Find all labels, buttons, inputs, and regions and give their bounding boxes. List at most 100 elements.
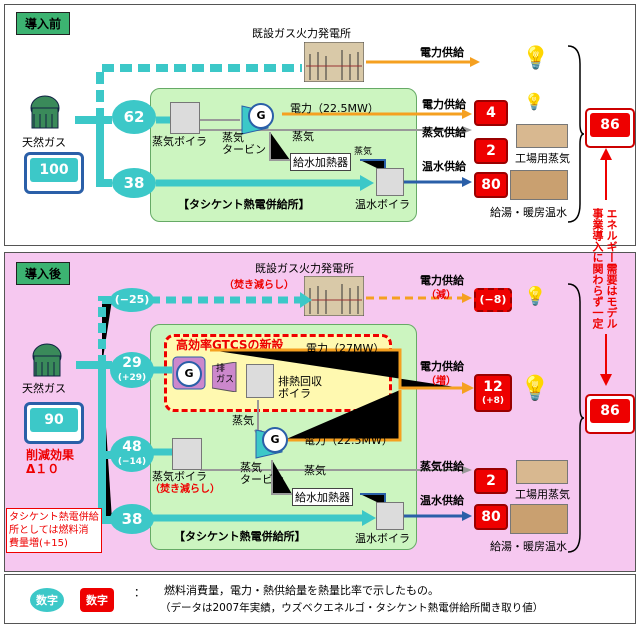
after-steam-label: 蒸気 [232,414,254,427]
after-total: 86 [590,399,630,423]
after-turbine-label: 蒸気 タービン [240,461,284,486]
after-value-power: 12 (+8) [474,374,512,412]
before-boiler-label: 蒸気ボイラ [152,135,207,148]
vertical-arrows [600,148,612,386]
after-value-steam: 2 [474,468,508,494]
building-icon [510,170,568,200]
after-power-27: 電力（27MW） [306,342,385,355]
before-tag: 導入前 [16,12,71,35]
before-power-supply-mid: 電力供給 [422,98,466,111]
before-steam-boiler-icon [170,102,200,134]
before-circle-38: 38 [112,168,156,198]
before-power-supply-top: 電力供給 [420,46,464,59]
before-factory-label: 工場用蒸気 [515,152,570,165]
after-value-top: (−8) [474,288,512,312]
after-power-supply-top: 電力供給 [420,274,464,287]
after-existing-plant-label: 既設ガス火力発電所 [255,262,354,275]
after-generator-icon: G [262,427,288,453]
after-reduce-label: （減） [426,290,456,301]
before-gas-value: 100 [30,158,78,182]
before-hot-water-boiler-icon [376,168,404,196]
gas-tank-icon [32,343,62,377]
after-bracket [567,283,585,553]
legend-line2: （データは2007年実績，ウズベクエネルゴ・タシケント熱電併給所聞き取り値） [160,602,544,614]
before-steam-label: 蒸気 [292,130,314,143]
before-hot-water-boiler-label: 温水ボイラ [355,198,410,211]
before-total: 86 [590,113,630,137]
before-turbine-label: 蒸気 タービン [222,131,266,156]
after-circle-top: (−25) [110,288,154,312]
bulb-icon: 💡 [522,46,550,71]
before-bracket [567,45,585,223]
after-gas-value: 90 [30,408,78,432]
after-circle-29-value: 29 [122,355,142,371]
after-hot-water-boiler-label: 温水ボイラ [355,532,410,545]
gas-tank-icon [30,95,60,129]
before-circle-62: 62 [112,100,156,134]
legend-colon: ： [134,586,145,599]
before-feedwater-heater: 給水加熱器 [290,153,351,171]
before-existing-plant-label: 既設ガス火力発電所 [252,27,351,40]
after-burn-reduce-top: （焚き減らし） [224,280,294,291]
factory-icon [516,124,568,148]
before-generator-icon: G [248,103,274,129]
before-fuel-flows [75,57,480,191]
after-gt-generator-icon: G [176,361,202,387]
after-circle-29: 29 (+29) [110,352,154,388]
after-gas-label: 天然ガス [22,382,66,395]
after-circle-38: 38 [110,504,154,534]
after-tag: 導入後 [16,262,71,285]
after-steam-small: 蒸気 [304,464,326,477]
before-total-box: 86 [585,108,635,148]
before-value-power: 4 [474,100,508,126]
after-fuel-flows [76,292,474,526]
before-value-steam: 2 [474,138,508,164]
after-circle-48: 48 (−14) [110,436,154,472]
before-hot-water-supply: 温水供給 [422,160,466,173]
after-feedwater-heater: 給水加熱器 [292,488,353,506]
building-icon [510,504,568,534]
after-value-power-main: 12 [483,379,503,395]
before-plant-name: 【タシケント熱電併給所】 [178,198,310,211]
bulb-icon: 💡 [520,374,550,402]
after-note: タシケント熱電併給 所としては燃料消 費量増(+15) [6,508,102,553]
legend-blue-chip: 数字 [30,588,64,612]
after-power-22: 電力（22.5MW） [304,434,393,447]
after-hot-water-supply: 温水供給 [420,494,464,507]
after-value-hot: 80 [474,504,508,530]
after-circle-48-sub: (−14) [117,457,147,467]
after-heating-label: 給湯・暖房温水 [490,540,567,553]
after-factory-label: 工場用蒸気 [515,488,570,501]
bulb-icon: 💡 [524,92,544,111]
after-steam-boiler-icon [172,438,202,470]
legend-red-chip: 数字 [80,588,114,612]
after-boiler-label: 蒸気ボイラ [152,470,207,483]
factory-icon [516,460,568,484]
after-exhaust-label: 排 ガス [216,364,235,385]
after-heat-recovery-label: 排熱回収 ボイラ [278,375,322,400]
after-total-box: 86 [585,394,635,434]
after-boiler-reduce: （焚き減らし） [150,484,220,495]
before-value-hot: 80 [474,172,508,198]
after-steam-supply: 蒸気供給 [420,460,464,473]
power-plant-icon [304,42,364,82]
after-inc-label: （増） [426,376,456,387]
after-plant-name: 【タシケント熱電併給所】 [174,530,306,543]
before-steam-supply: 蒸気供給 [422,126,466,139]
after-circle-29-sub: (+29) [117,373,147,383]
after-circle-48-value: 48 [122,439,142,455]
before-gas-value-box: 100 [24,152,84,194]
after-power-supply-inc: 電力供給 [420,360,464,373]
after-reduction: 削減効果 Δ１０ [26,448,75,476]
before-power-label: 電力（22.5MW） [290,102,379,115]
before-heating-label: 給湯・暖房温水 [490,206,567,219]
legend-line1: 燃料消費量，電力・熱供給量を熱量比率で示したもの。 [164,584,439,597]
heat-recovery-boiler-icon [246,364,274,398]
after-value-power-sub: (+8) [481,396,505,406]
bulb-icon: 💡 [524,286,547,307]
after-gas-value-box: 90 [24,402,84,444]
energy-demand-note: エネルギー需要はモデル 事業導入に関わらず一定 [591,208,618,329]
after-hot-water-boiler-icon [376,502,404,530]
exhaust-gas-icon [212,362,237,392]
before-gas-label: 天然ガス [22,136,66,149]
